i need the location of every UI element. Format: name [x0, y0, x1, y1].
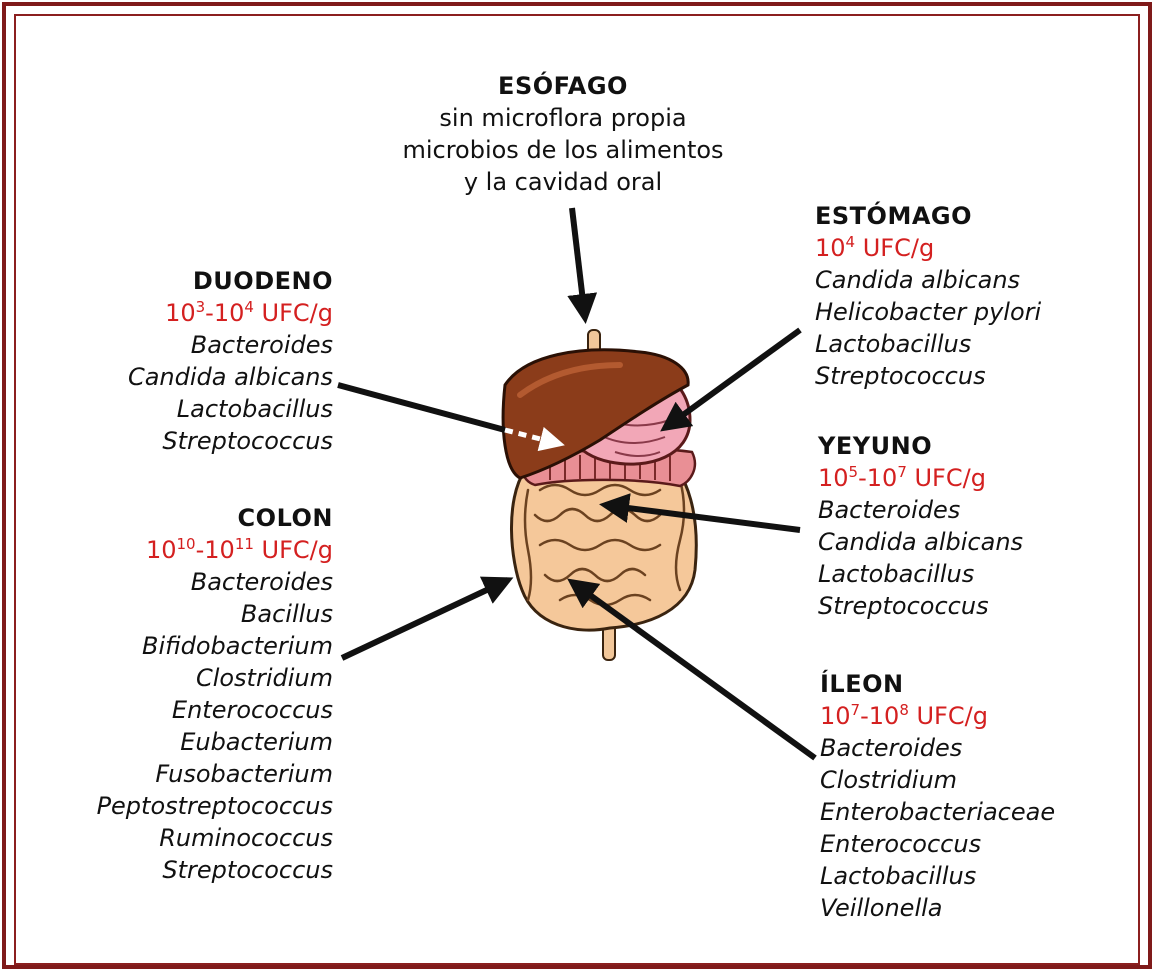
- esofago-line-1: sin microflora propia: [378, 102, 748, 134]
- arrow-ileon: [572, 582, 815, 758]
- colon-organism: Ruminococcus: [40, 822, 333, 854]
- yeyuno-organism: Lactobacillus: [818, 558, 1118, 590]
- yeyuno-title: YEYUNO: [818, 430, 1118, 462]
- yeyuno-organism: Streptococcus: [818, 590, 1118, 622]
- duodeno-organism: Lactobacillus: [40, 393, 333, 425]
- ileon-organism: Enterococcus: [820, 828, 1120, 860]
- ileon-block: ÍLEON 107-108 UFC/g Bacteroides Clostrid…: [820, 668, 1120, 924]
- duodeno-title: DUODENO: [40, 265, 333, 297]
- ileon-organism: Bacteroides: [820, 732, 1120, 764]
- duodeno-organism: Streptococcus: [40, 425, 333, 457]
- colon-organism: Streptococcus: [40, 854, 333, 886]
- colon-organism: Bifidobacterium: [40, 630, 333, 662]
- colon-organism: Enterococcus: [40, 694, 333, 726]
- estomago-organism: Helicobacter pylori: [815, 296, 1115, 328]
- estomago-organism: Candida albicans: [815, 264, 1115, 296]
- estomago-title: ESTÓMAGO: [815, 200, 1115, 232]
- ileon-count: 107-108 UFC/g: [820, 700, 1120, 732]
- yeyuno-organism: Bacteroides: [818, 494, 1118, 526]
- colon-organism: Peptostreptococcus: [40, 790, 333, 822]
- estomago-organism: Streptococcus: [815, 360, 1115, 392]
- ileon-organism: Veillonella: [820, 892, 1120, 924]
- colon-organism: Fusobacterium: [40, 758, 333, 790]
- esofago-line-3: y la cavidad oral: [378, 166, 748, 198]
- ileon-organism: Lactobacillus: [820, 860, 1120, 892]
- duodeno-organism: Bacteroides: [40, 329, 333, 361]
- colon-organism: Bacteroides: [40, 566, 333, 598]
- esofago-block: ESÓFAGO sin microflora propia microbios …: [378, 70, 748, 198]
- ileon-organism: Clostridium: [820, 764, 1120, 796]
- ileon-organism: Enterobacteriaceae: [820, 796, 1120, 828]
- duodeno-block: DUODENO 103-104 UFC/g Bacteroides Candid…: [40, 265, 333, 457]
- duodeno-count: 103-104 UFC/g: [40, 297, 333, 329]
- colon-organism: Eubacterium: [40, 726, 333, 758]
- esofago-line-2: microbios de los alimentos: [378, 134, 748, 166]
- arrow-esofago: [572, 208, 585, 318]
- yeyuno-count: 105-107 UFC/g: [818, 462, 1118, 494]
- estomago-count: 104 UFC/g: [815, 232, 1115, 264]
- colon-organism: Bacillus: [40, 598, 333, 630]
- arrow-colon: [342, 580, 508, 658]
- colon-block: COLON 1010-1011 UFC/g Bacteroides Bacill…: [40, 502, 333, 886]
- yeyuno-organism: Candida albicans: [818, 526, 1118, 558]
- colon-organism: Clostridium: [40, 662, 333, 694]
- colon-count: 1010-1011 UFC/g: [40, 534, 333, 566]
- duodeno-organism: Candida albicans: [40, 361, 333, 393]
- colon-title: COLON: [40, 502, 333, 534]
- estomago-block: ESTÓMAGO 104 UFC/g Candida albicans Heli…: [815, 200, 1115, 392]
- esofago-title: ESÓFAGO: [378, 70, 748, 102]
- arrow-duodeno-black: [338, 385, 505, 430]
- yeyuno-block: YEYUNO 105-107 UFC/g Bacteroides Candida…: [818, 430, 1118, 622]
- ileon-title: ÍLEON: [820, 668, 1120, 700]
- estomago-organism: Lactobacillus: [815, 328, 1115, 360]
